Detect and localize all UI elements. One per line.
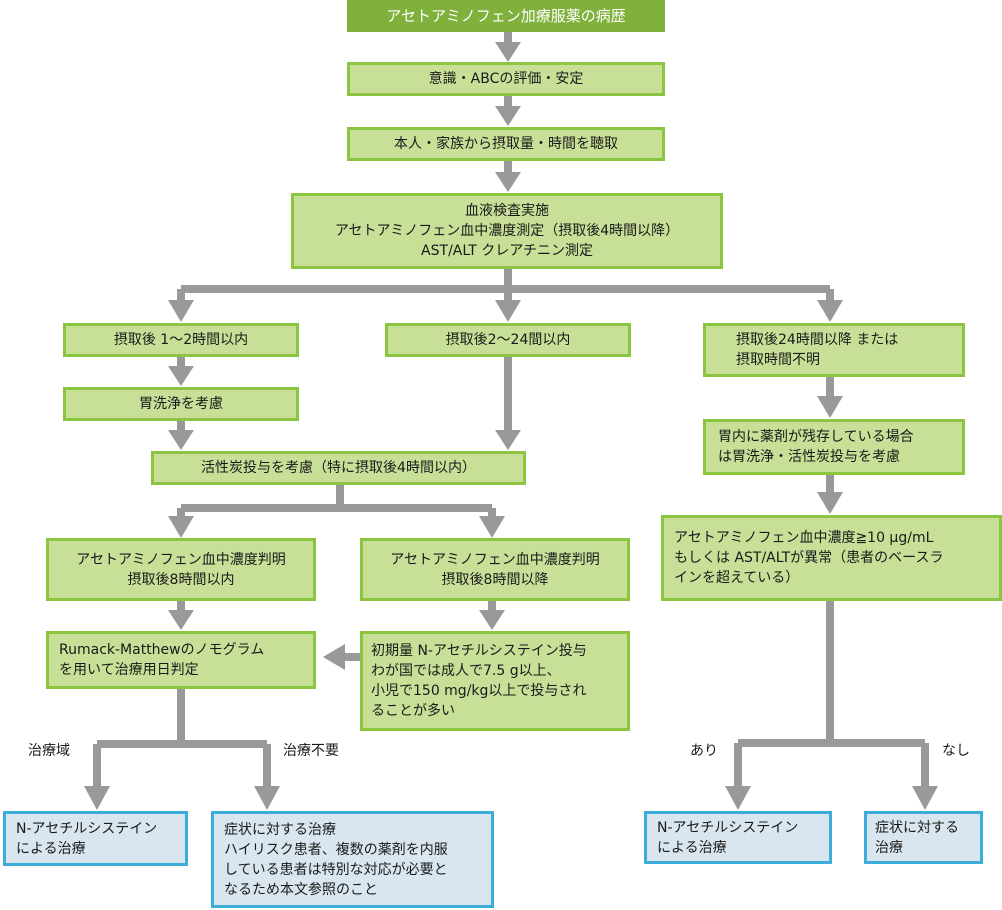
step-gastric-lavage: 胃洗浄を考慮: [63, 387, 299, 421]
arrowhead: [495, 300, 521, 322]
step-within-1-2h: 摂取後 1～2時間以内: [63, 323, 299, 357]
step-text: Rumack-Matthewのノモグラム: [59, 642, 265, 658]
step-within-2-24h: 摂取後2～24間以内: [385, 323, 631, 357]
step-text: 摂取後24時間以降 または: [736, 332, 899, 348]
outcome-text: している患者は特別な対応が必要と: [224, 861, 448, 878]
flow-title-text: アセトアミノフェン加療服薬の病歴: [386, 7, 626, 25]
step-text: わが国では成人で7.5 g以上、: [371, 663, 561, 679]
outcome-text: ハイリスク患者、複数の薬剤を内服: [224, 841, 448, 858]
branch-label-yes: あり: [690, 743, 718, 759]
outcome-text: による治療: [16, 840, 86, 857]
step-text: 摂取時間不明: [736, 352, 820, 368]
step-text: アセトアミノフェン血中濃度判明: [76, 551, 286, 568]
branch-label-no: なし: [942, 743, 970, 759]
arrowhead: [495, 172, 521, 192]
outcome-text: 症状に対する治療: [224, 821, 336, 838]
step-text: を用いて治療用日判定: [59, 662, 199, 678]
outcome-text: N-アセチルシステイン: [657, 819, 799, 836]
arrowhead: [495, 106, 521, 126]
step-text: 意識・ABCの評価・安定: [428, 71, 584, 87]
step-text: 活性炭投与を考慮（特に摂取後4時間以内）: [201, 460, 476, 476]
arrowhead: [817, 492, 843, 514]
outcome-text: N-アセチルシステイン: [16, 820, 158, 837]
step-text: 小児で150 mg/kg以上で投与され: [371, 683, 587, 699]
outcome-text: 症状に対する: [875, 819, 959, 836]
step-text: インを超えている）: [674, 570, 800, 586]
arrowhead: [168, 430, 194, 450]
step-text: アセトアミノフェン血中濃度判明: [390, 551, 600, 568]
step-text: 胃洗浄を考慮: [139, 396, 223, 412]
step-level-after-8h: アセトアミノフェン血中濃度判明 摂取後8時間以降: [360, 538, 630, 601]
step-activated-charcoal: 活性炭投与を考慮（特に摂取後4時間以内）: [151, 451, 526, 485]
arrowhead: [254, 786, 280, 810]
arrowhead: [817, 300, 843, 322]
step-text: もしくは AST/ALTが異常（患者のベースラ: [674, 550, 944, 566]
arrowhead: [84, 786, 110, 810]
step-text: AST/ALT クレアチニン測定: [421, 243, 593, 259]
connector-charcoal-split: [181, 484, 492, 512]
step-text: 摂取後2～24間以内: [445, 332, 571, 348]
step-text: 摂取後 1～2時間以内: [113, 332, 249, 348]
branch-label-no-treatment: 治療不要: [283, 743, 339, 759]
arrowhead: [168, 610, 194, 630]
step-nomogram: Rumack-Matthewのノモグラム を用いて治療用日判定: [46, 631, 316, 689]
step-assess-abc: 意識・ABCの評価・安定: [347, 62, 665, 96]
arrowhead: [479, 516, 505, 538]
step-text: 胃内に薬剤が残存している場合: [718, 429, 914, 445]
arrowhead: [495, 430, 521, 450]
connector-nomogram-split: [97, 688, 267, 748]
arrowhead: [495, 42, 521, 62]
outcome-symptomatic-left: 症状に対する治療 ハイリスク患者、複数の薬剤を内服 している患者は特別な対応が必…: [211, 811, 494, 908]
outcome-text: による治療: [657, 839, 727, 856]
step-text: 血液検査実施: [465, 203, 549, 219]
step-text: アセトアミノフェン血中濃度≧10 μg/mL: [674, 530, 934, 546]
step-initial-nac: 初期量 N-アセチルシステイン投与 わが国では成人で7.5 g以上、 小児で15…: [360, 631, 630, 731]
connector-levelcheck-split: [738, 600, 925, 747]
arrowhead: [168, 366, 194, 386]
flow-title: アセトアミノフェン加療服薬の病歴: [347, 0, 665, 32]
step-text: 摂取後8時間以内: [127, 571, 235, 588]
step-after-24h: 摂取後24時間以降 または 摂取時間不明: [703, 323, 965, 377]
outcome-symptomatic-right: 症状に対する 治療: [864, 811, 983, 864]
outcome-nac-treatment-right: N-アセチルシステイン による治療: [644, 811, 832, 864]
outcome-nac-treatment-left: N-アセチルシステイン による治療: [3, 811, 188, 866]
step-blood-test: 血液検査実施 アセトアミノフェン血中濃度測定（摂取後4時間以降） AST/ALT…: [291, 193, 723, 269]
step-level-within-8h: アセトアミノフェン血中濃度判明 摂取後8時間以内: [46, 538, 316, 601]
arrowhead: [168, 300, 194, 322]
step-text: 本人・家族から摂取量・時間を聴取: [394, 136, 618, 152]
connector-bloodtest-split: [181, 267, 830, 293]
step-history: 本人・家族から摂取量・時間を聴取: [347, 127, 665, 161]
arrowhead: [912, 786, 938, 810]
arrowhead: [479, 610, 505, 630]
step-text: ることが多い: [371, 703, 455, 719]
step-text: アセトアミノフェン血中濃度測定（摂取後4時間以降）: [334, 223, 680, 239]
branch-label-treatment-zone: 治療域: [28, 743, 70, 759]
arrowhead: [323, 644, 345, 670]
arrowhead: [725, 786, 751, 810]
outcome-text: 治療: [875, 839, 903, 856]
step-level-check: アセトアミノフェン血中濃度≧10 μg/mL もしくは AST/ALTが異常（患…: [661, 515, 1002, 601]
step-text: 摂取後8時間以降: [441, 571, 549, 588]
outcome-text: なるため本文参照のこと: [224, 881, 378, 898]
step-stomach-residue: 胃内に薬剤が残存している場合 は胃洗浄・活性炭投与を考慮: [703, 419, 965, 475]
step-text: 初期量 N-アセチルシステイン投与: [371, 643, 587, 659]
step-text: は胃洗浄・活性炭投与を考慮: [718, 449, 900, 465]
arrowhead: [168, 516, 194, 538]
arrowhead: [817, 396, 843, 418]
